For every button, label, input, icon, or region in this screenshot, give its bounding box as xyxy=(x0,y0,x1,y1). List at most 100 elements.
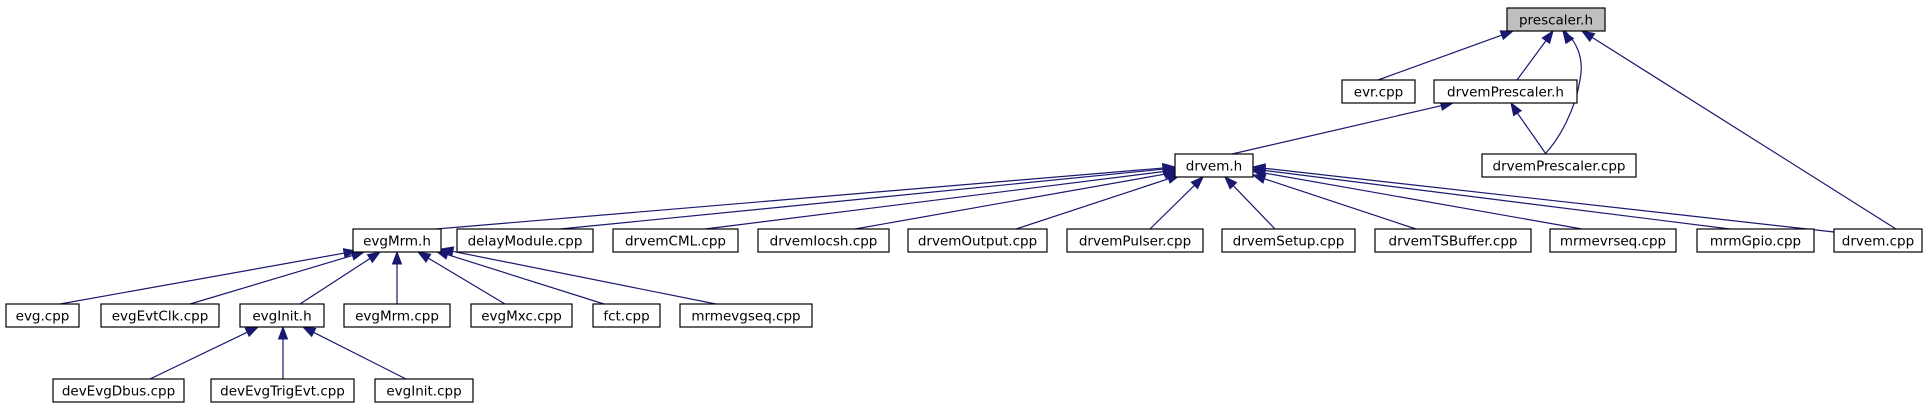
arrow-head-icon xyxy=(366,251,382,264)
node-mrmGpio-cpp[interactable]: mrmGpio.cpp xyxy=(1696,228,1815,253)
node-label: evgEvtClk.cpp xyxy=(112,309,209,325)
edge-drvemIocsh_cpp-to-drvem_h xyxy=(854,169,1179,230)
edge-line xyxy=(704,170,1166,230)
node-label: drvemPrescaler.h xyxy=(1447,85,1564,101)
edge-line xyxy=(1231,104,1443,155)
node-box xyxy=(1481,153,1637,178)
node-label: drvemTSBuffer.cpp xyxy=(1389,234,1518,250)
edge-line xyxy=(1015,177,1170,230)
edge-drvemPrescaler_h-to-prescaler_h xyxy=(1516,29,1554,81)
edge-drvemPulser_cpp-to-drvem_h xyxy=(1149,176,1205,230)
edge-line xyxy=(1263,167,1835,233)
node-box xyxy=(1549,228,1677,253)
node-label: mrmGpio.cpp xyxy=(1710,234,1801,250)
edge-line xyxy=(559,168,1165,230)
node-box xyxy=(1374,228,1532,253)
edge-line xyxy=(1516,111,1547,155)
node-label: mrmevrseq.cpp xyxy=(1560,234,1666,250)
node-label: evgInit.h xyxy=(252,309,311,325)
node-label: drvemIocsh.cpp xyxy=(770,234,878,250)
arrow-head-icon xyxy=(301,326,317,338)
node-drvemOutput-cpp[interactable]: drvemOutput.cpp xyxy=(907,228,1048,253)
node-label: delayModule.cpp xyxy=(468,234,583,250)
edge-drvem_h-to-drvemPrescaler_h xyxy=(1231,100,1455,155)
edge-line xyxy=(312,331,407,380)
node-box xyxy=(592,303,661,328)
node-label: prescaler.h xyxy=(1519,13,1593,29)
node-label: evgMxc.cpp xyxy=(481,309,562,325)
edge-drvemCML_cpp-to-drvem_h xyxy=(704,166,1178,230)
node-box xyxy=(1174,153,1254,178)
node-box xyxy=(1696,228,1815,253)
node-label: evr.cpp xyxy=(1354,85,1403,101)
node-delayModule-cpp[interactable]: delayModule.cpp xyxy=(456,228,594,253)
edge-line xyxy=(1263,172,1583,230)
node-box xyxy=(907,228,1048,253)
node-box xyxy=(1833,228,1923,253)
edge-line xyxy=(1516,39,1548,81)
node-drvem-cpp[interactable]: drvem.cpp xyxy=(1833,228,1923,253)
node-devEvgTrigEvt-cpp[interactable]: devEvgTrigEvt.cpp xyxy=(210,378,355,403)
node-evgMrm-h[interactable]: evgMrm.h xyxy=(352,228,442,253)
node-box xyxy=(1506,7,1606,32)
edge-devEvgTrigEvt_cpp-to-evgInit_h xyxy=(277,325,289,379)
node-label: fct.cpp xyxy=(603,309,649,325)
arrow-head-icon xyxy=(416,251,432,263)
edge-evgInit_cpp-to-evgInit_h xyxy=(301,326,407,380)
node-drvemSetup-cpp[interactable]: drvemSetup.cpp xyxy=(1221,228,1356,253)
node-drvemIocsh-cpp[interactable]: drvemIocsh.cpp xyxy=(757,228,890,253)
arrow-head-icon xyxy=(1224,175,1238,190)
node-box xyxy=(343,303,451,328)
node-box xyxy=(679,303,813,328)
edge-drvemPrescaler_cpp-to-prescaler_h xyxy=(1544,29,1582,155)
edge-line xyxy=(1544,30,1582,155)
edge-line xyxy=(854,173,1167,230)
edge-evgMrm_h-to-drvem_h xyxy=(435,162,1177,230)
arrow-head-icon xyxy=(1580,30,1596,43)
node-evgInit-h[interactable]: evgInit.h xyxy=(239,303,325,328)
edge-line xyxy=(1263,177,1417,230)
arrow-head-icon xyxy=(1499,30,1515,41)
node-label: mrmevgseq.cpp xyxy=(691,309,800,325)
edge-line xyxy=(1590,36,1897,230)
node-evgEvtClk-cpp[interactable]: evgEvtClk.cpp xyxy=(100,303,220,328)
node-mrmevgseq-cpp[interactable]: mrmevgseq.cpp xyxy=(679,303,813,328)
nodes-layer: prescaler.h evr.cpp drvemPrescaler.h drvemP… xyxy=(5,7,1923,403)
arrow-head-icon xyxy=(1190,176,1205,190)
node-evgMrm-cpp[interactable]: evgMrm.cpp xyxy=(343,303,451,328)
node-label: evgMrm.cpp xyxy=(355,309,439,325)
edge-drvemSetup_cpp-to-drvem_h xyxy=(1224,175,1276,230)
node-evr-cpp[interactable]: evr.cpp xyxy=(1341,79,1416,104)
edge-line xyxy=(1377,34,1503,81)
node-label: devEvgDbus.cpp xyxy=(62,384,175,400)
node-drvemPrescaler-h[interactable]: drvemPrescaler.h xyxy=(1433,79,1578,104)
node-fct-cpp[interactable]: fct.cpp xyxy=(592,303,661,328)
edge-drvem_cpp-to-prescaler_h xyxy=(1580,30,1897,230)
node-box xyxy=(612,228,739,253)
edge-line xyxy=(59,252,346,305)
node-drvemPrescaler-cpp[interactable]: drvemPrescaler.cpp xyxy=(1481,153,1637,178)
arrow-head-icon xyxy=(391,250,403,265)
node-box xyxy=(1221,228,1356,253)
node-evg-cpp[interactable]: evg.cpp xyxy=(5,303,80,328)
node-devEvgDbus-cpp[interactable]: devEvgDbus.cpp xyxy=(52,378,185,403)
node-drvem-h[interactable]: drvem.h xyxy=(1174,153,1254,178)
edge-evgMxc_cpp-to-evgMrm_h xyxy=(416,251,506,305)
node-evgMxc-cpp[interactable]: evgMxc.cpp xyxy=(470,303,573,328)
node-drvemPulser-cpp[interactable]: drvemPulser.cpp xyxy=(1066,228,1204,253)
arrow-head-icon xyxy=(1541,29,1554,45)
node-mrmevrseq-cpp[interactable]: mrmevrseq.cpp xyxy=(1549,228,1677,253)
arrow-head-icon xyxy=(439,246,455,257)
edge-drvemPrescaler_cpp-to-drvemPrescaler_h xyxy=(1510,101,1547,155)
edge-devEvgDbus_cpp-to-evgInit_h xyxy=(149,326,260,380)
node-drvemCML-cpp[interactable]: drvemCML.cpp xyxy=(612,228,739,253)
node-label: evg.cpp xyxy=(16,309,70,325)
node-evgInit-cpp[interactable]: evgInit.cpp xyxy=(374,378,474,403)
edge-evgEvtClk_cpp-to-evgMrm_h xyxy=(189,250,366,305)
arrow-head-icon xyxy=(277,325,289,340)
node-drvemTSBuffer-cpp[interactable]: drvemTSBuffer.cpp xyxy=(1374,228,1532,253)
edge-drvem_cpp-to-drvem_h xyxy=(1251,163,1835,233)
node-box xyxy=(52,378,185,403)
node-label: drvemPulser.cpp xyxy=(1079,234,1191,250)
